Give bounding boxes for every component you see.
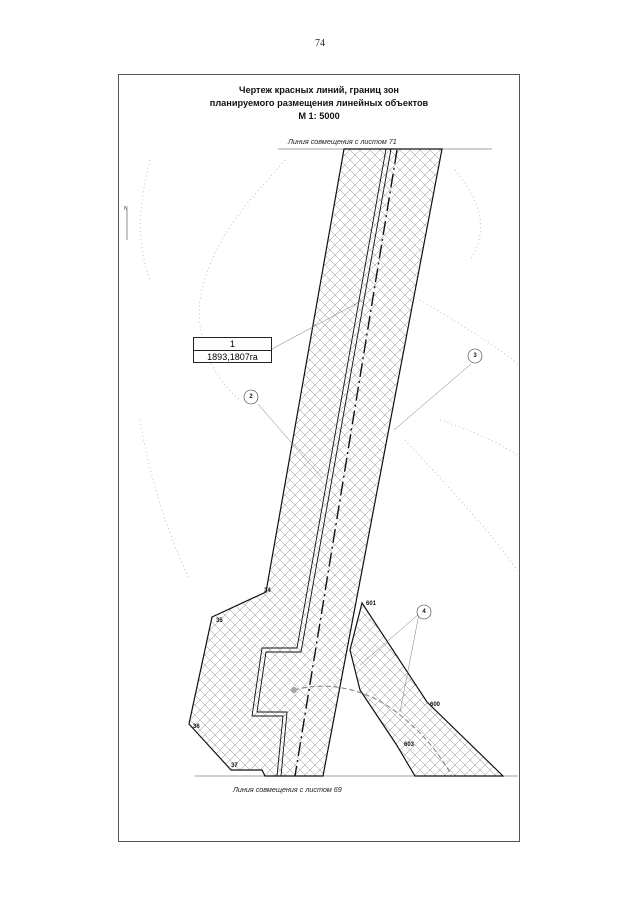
- page-number: 74: [315, 38, 325, 49]
- corridor-zone: [188, 148, 443, 777]
- zone-area: 1893,1807га: [207, 352, 258, 362]
- axis-line: [294, 149, 398, 777]
- zone-number: 1: [194, 338, 271, 351]
- terrain-contours: [139, 159, 519, 581]
- leader-lines: [257, 299, 472, 713]
- zone-label-box: 1 1893,1807га: [193, 337, 272, 363]
- point-35: 35: [216, 618, 223, 624]
- point-600: 600: [430, 702, 441, 708]
- point-601: 601: [366, 601, 377, 607]
- callout-4: 4: [422, 609, 426, 615]
- callout-circles: [243, 348, 483, 620]
- red-line-inner: [256, 148, 392, 777]
- pipeline-arc: [293, 685, 453, 777]
- callout-2: 2: [249, 394, 253, 400]
- point-36: 36: [193, 724, 200, 730]
- match-line-bottom-label: Линия совмещения с листом 69: [233, 785, 342, 794]
- point-34: 34: [264, 588, 271, 594]
- north-label: N: [124, 206, 128, 212]
- drawing-scale: М 1: 5000: [298, 111, 340, 121]
- drawing-frame: [118, 74, 520, 842]
- point-603: 603: [404, 742, 415, 748]
- match-line-top-label: Линия совмещения с листом 71: [288, 137, 397, 146]
- callout-3: 3: [473, 353, 477, 359]
- branch-zone: [349, 601, 505, 777]
- drawing-title-line-2: планируемого размещения линейных объекто…: [209, 98, 429, 108]
- point-37: 37: [231, 763, 238, 769]
- arc-node: [291, 687, 297, 693]
- red-line-outer: [251, 148, 387, 777]
- drawing-title-line-1: Чертеж красных линий, границ зон: [239, 85, 399, 95]
